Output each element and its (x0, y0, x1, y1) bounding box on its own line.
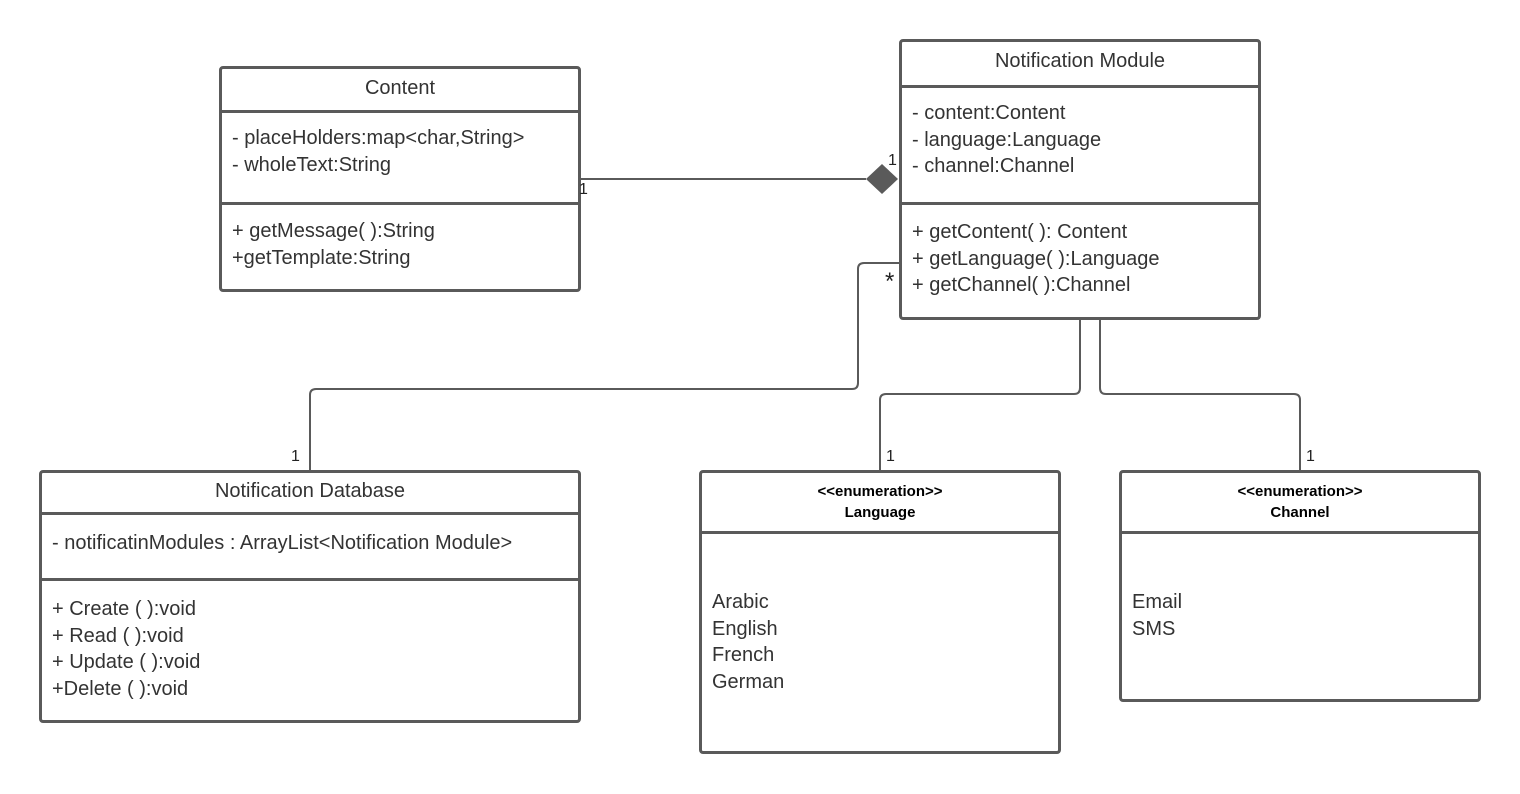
method: + Update ( ):void (52, 651, 201, 673)
class-content[interactable]: Content - placeHolders:map<char,String> … (219, 66, 581, 292)
class-notification-module-methods: + getContent( ): Content + getLanguage( … (902, 205, 1258, 299)
enum-value: English (712, 617, 778, 640)
method: + getLanguage( ):Language (912, 247, 1160, 270)
method: +getTemplate:String (232, 246, 411, 269)
multiplicity-module-content-end: 1 (888, 152, 897, 169)
multiplicity-database-end: 1 (291, 448, 300, 465)
multiplicity-language-end: 1 (886, 448, 895, 465)
method: + Create ( ):void (52, 598, 196, 620)
multiplicity-content-end: 1 (579, 181, 588, 198)
class-notification-module[interactable]: Notification Module - content:Content - … (899, 39, 1261, 320)
enum-channel-values: Email SMS (1122, 534, 1478, 642)
class-notification-database-header: Notification Database (42, 473, 578, 515)
association-line-module-channel (1099, 318, 1301, 471)
enum-language-header: <<enumeration>> Language (702, 473, 1058, 534)
method: + getContent( ): Content (912, 221, 1128, 243)
attribute: - content:Content (912, 102, 1066, 124)
enum-channel-stereotype: <<enumeration>> (1237, 483, 1363, 500)
class-content-name: Content (364, 77, 436, 99)
multiplicity-channel-end: 1 (1306, 448, 1315, 465)
enum-channel-header: <<enumeration>> Channel (1122, 473, 1478, 534)
enum-language-name: Language (844, 504, 916, 521)
class-notification-database[interactable]: Notification Database - notificatinModul… (39, 470, 581, 723)
enum-language[interactable]: <<enumeration>> Language Arabic English … (699, 470, 1061, 754)
class-content-attributes: - placeHolders:map<char,String> - wholeT… (222, 113, 578, 205)
class-notification-module-name: Notification Module (994, 50, 1166, 72)
attribute: - channel:Channel (912, 155, 1075, 177)
composition-diamond (866, 164, 898, 194)
class-notification-database-name: Notification Database (214, 480, 406, 502)
attribute: - notificatinModules : ArrayList<Notific… (52, 532, 513, 554)
attribute: - placeHolders:map<char,String> (232, 127, 525, 149)
association-line-database-module (309, 262, 900, 471)
method: +Delete ( ):void (52, 677, 189, 700)
enum-value: German (712, 670, 785, 693)
attribute: - wholeText:String (232, 153, 391, 176)
association-line-module-language (879, 318, 1081, 471)
enum-value: SMS (1132, 617, 1176, 640)
enum-language-stereotype: <<enumeration>> (817, 483, 943, 500)
multiplicity-module-database-end: * (885, 268, 895, 295)
enum-value: French (712, 644, 775, 666)
attribute: - language:Language (912, 128, 1102, 151)
enum-channel[interactable]: <<enumeration>> Channel Email SMS (1119, 470, 1481, 702)
class-notification-module-attributes: - content:Content - language:Language - … (902, 88, 1258, 205)
enum-value: Arabic (712, 591, 769, 613)
enum-channel-name: Channel (1270, 504, 1330, 521)
class-notification-module-header: Notification Module (902, 42, 1258, 88)
method: + getChannel( ):Channel (912, 274, 1131, 296)
method: + getMessage( ):String (232, 220, 435, 242)
enum-value: Email (1132, 591, 1183, 613)
class-notification-database-methods: + Create ( ):void + Read ( ):void + Upda… (42, 581, 578, 702)
method: + Read ( ):void (52, 624, 184, 647)
enum-language-values: Arabic English French German (702, 534, 1058, 695)
class-content-methods: + getMessage( ):String +getTemplate:Stri… (222, 205, 578, 271)
class-notification-database-attributes: - notificatinModules : ArrayList<Notific… (42, 515, 578, 581)
class-content-header: Content (222, 69, 578, 113)
